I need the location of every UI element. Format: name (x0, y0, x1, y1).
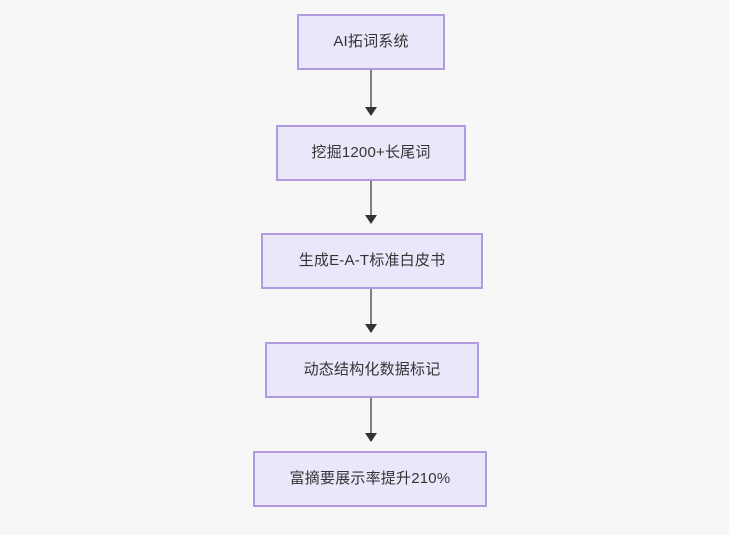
edge-line (370, 289, 372, 324)
flowchart-node-dynamic-structured-data-markup[interactable]: 动态结构化数据标记 (265, 342, 479, 398)
node-label: 动态结构化数据标记 (303, 361, 441, 378)
flowchart-node-rich-snippet-impression-lift[interactable]: 富摘要展示率提升210% (253, 451, 487, 507)
flowchart-node-ai-keyword-system[interactable]: AI拓词系统 (297, 14, 445, 70)
edge-line (370, 181, 372, 215)
arrowhead-icon (365, 324, 377, 333)
node-label: AI拓词系统 (333, 33, 409, 50)
node-label: 挖掘1200+长尾词 (311, 144, 431, 161)
node-label: 富摘要展示率提升210% (289, 470, 451, 487)
arrowhead-icon (365, 107, 377, 116)
edge-line (370, 70, 372, 107)
node-label: 生成E-A-T标准白皮书 (298, 252, 446, 269)
flowchart-node-generate-eat-whitepaper[interactable]: 生成E-A-T标准白皮书 (261, 233, 483, 289)
arrowhead-icon (365, 215, 377, 224)
flowchart-node-mine-longtail-keywords[interactable]: 挖掘1200+长尾词 (276, 125, 466, 181)
edge-line (370, 398, 372, 433)
arrowhead-icon (365, 433, 377, 442)
